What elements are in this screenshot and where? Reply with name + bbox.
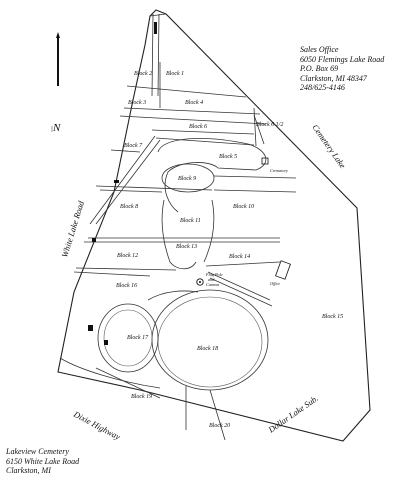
drive-line bbox=[253, 107, 257, 147]
drive-line bbox=[123, 107, 261, 115]
flag-pole-label-1: Flag Pole bbox=[205, 272, 223, 277]
gate-marker bbox=[92, 238, 96, 242]
block-15-label: Block 15 bbox=[322, 314, 343, 320]
block-13-label: Block 13 bbox=[176, 244, 197, 250]
office-drive bbox=[207, 271, 271, 301]
crematory-building bbox=[261, 157, 269, 165]
west-diagonal-drive bbox=[95, 139, 161, 225]
block-6-half-label: Block 6 1/2 bbox=[256, 122, 283, 128]
shed-marker bbox=[104, 340, 108, 345]
cemetery-lake-label: Cemetery Lake bbox=[310, 122, 348, 170]
north-label: N bbox=[52, 122, 61, 134]
cemetery-address: 6150 White Lake Road bbox=[6, 456, 80, 466]
sales-office-po-box: P.O. Box 69 bbox=[300, 64, 339, 74]
sales-office-phone: 248/625-4146 bbox=[300, 83, 345, 93]
drive-line bbox=[110, 149, 141, 153]
drive-line bbox=[95, 185, 213, 191]
drive-line bbox=[213, 189, 297, 193]
south-drive bbox=[59, 357, 161, 389]
flag-pole-label-2: and bbox=[208, 277, 215, 282]
block-18-loop-inner bbox=[157, 296, 263, 388]
block-8-label: Block 8 bbox=[120, 204, 138, 210]
drive-line bbox=[151, 129, 255, 135]
block-17-loop-inner bbox=[103, 309, 153, 367]
central-loop-drive bbox=[157, 138, 267, 213]
sales-office-city: Clarkston, MI 48347 bbox=[300, 73, 367, 83]
block-16-label: Block 16 bbox=[116, 283, 137, 289]
block-11-label: Block 11 bbox=[180, 218, 201, 224]
crematory-label: Crematory bbox=[270, 168, 288, 173]
block-5-label: Block 5 bbox=[219, 154, 237, 160]
flag-pole-dot bbox=[199, 281, 201, 283]
block-18-loop bbox=[151, 289, 269, 391]
south-drive bbox=[95, 367, 161, 399]
flag-pole-label-3: Cannon bbox=[206, 282, 219, 287]
loop-connector bbox=[147, 290, 199, 301]
drive-line bbox=[75, 267, 177, 271]
shed-marker bbox=[88, 325, 93, 331]
block-12-label: Block 12 bbox=[117, 253, 138, 259]
office-drive bbox=[209, 277, 273, 307]
flag-pole-marker bbox=[196, 278, 204, 286]
sales-office-title: Sales Office bbox=[300, 45, 339, 54]
block-18-label: Block 18 bbox=[197, 346, 218, 352]
office-label: Office bbox=[270, 281, 280, 286]
block-1-label: Block 1 bbox=[166, 71, 184, 77]
north-gate bbox=[154, 22, 157, 34]
block-2-label: Block 2 bbox=[134, 71, 152, 77]
cemetery-boundary bbox=[57, 9, 371, 442]
drive-line bbox=[205, 261, 281, 267]
cemetery-city: Clarkston, MI bbox=[6, 466, 51, 476]
white-lake-road-label: White Lake Road bbox=[59, 199, 86, 259]
drive-line bbox=[155, 137, 255, 146]
drive-line bbox=[126, 85, 247, 98]
block-6-label: Block 6 bbox=[189, 124, 207, 130]
cemetery-info: Lakeview Cemetery 6150 White Lake Road C… bbox=[6, 447, 79, 476]
block-10-label: Block 10 bbox=[233, 204, 254, 210]
cemetery-name: Lakeview Cemetery bbox=[6, 447, 69, 456]
drive-line bbox=[213, 175, 297, 179]
east-diagonal-drive bbox=[253, 114, 265, 145]
sales-office-info: Sales Office 6050 Flemings Lake Road P.O… bbox=[300, 45, 384, 93]
north-entrance-drive bbox=[151, 13, 154, 97]
north-entrance-drive-edge bbox=[157, 13, 160, 97]
block-14-label: Block 14 bbox=[229, 253, 250, 260]
block-20-label: Block 20 bbox=[209, 423, 230, 429]
block-9-loop bbox=[161, 163, 215, 193]
south-drive bbox=[209, 389, 226, 441]
central-drive bbox=[161, 199, 197, 270]
north-arrow-icon bbox=[56, 32, 60, 86]
dixie-highway-label: Dixie Highway bbox=[71, 408, 122, 441]
drive-line bbox=[119, 115, 267, 125]
block-9-label: Block 9 bbox=[178, 176, 196, 182]
gate-marker bbox=[114, 180, 119, 183]
block-4-label: Block 4 bbox=[185, 99, 203, 106]
block-3-label: Block 3 bbox=[128, 100, 146, 106]
drive-line bbox=[73, 271, 151, 277]
north-gate-bar bbox=[149, 13, 167, 17]
office-building bbox=[275, 260, 291, 280]
block-17-loop bbox=[97, 303, 159, 373]
drive-line bbox=[99, 189, 163, 193]
block-17-label: Block 17 bbox=[127, 335, 149, 341]
west-diagonal-drive bbox=[89, 135, 156, 225]
central-drive bbox=[203, 199, 215, 263]
sales-office-address: 6050 Flemings Lake Road bbox=[300, 54, 385, 64]
block-7-label: Block 7 bbox=[124, 143, 143, 149]
block-19-label: Block 19 bbox=[131, 394, 152, 400]
